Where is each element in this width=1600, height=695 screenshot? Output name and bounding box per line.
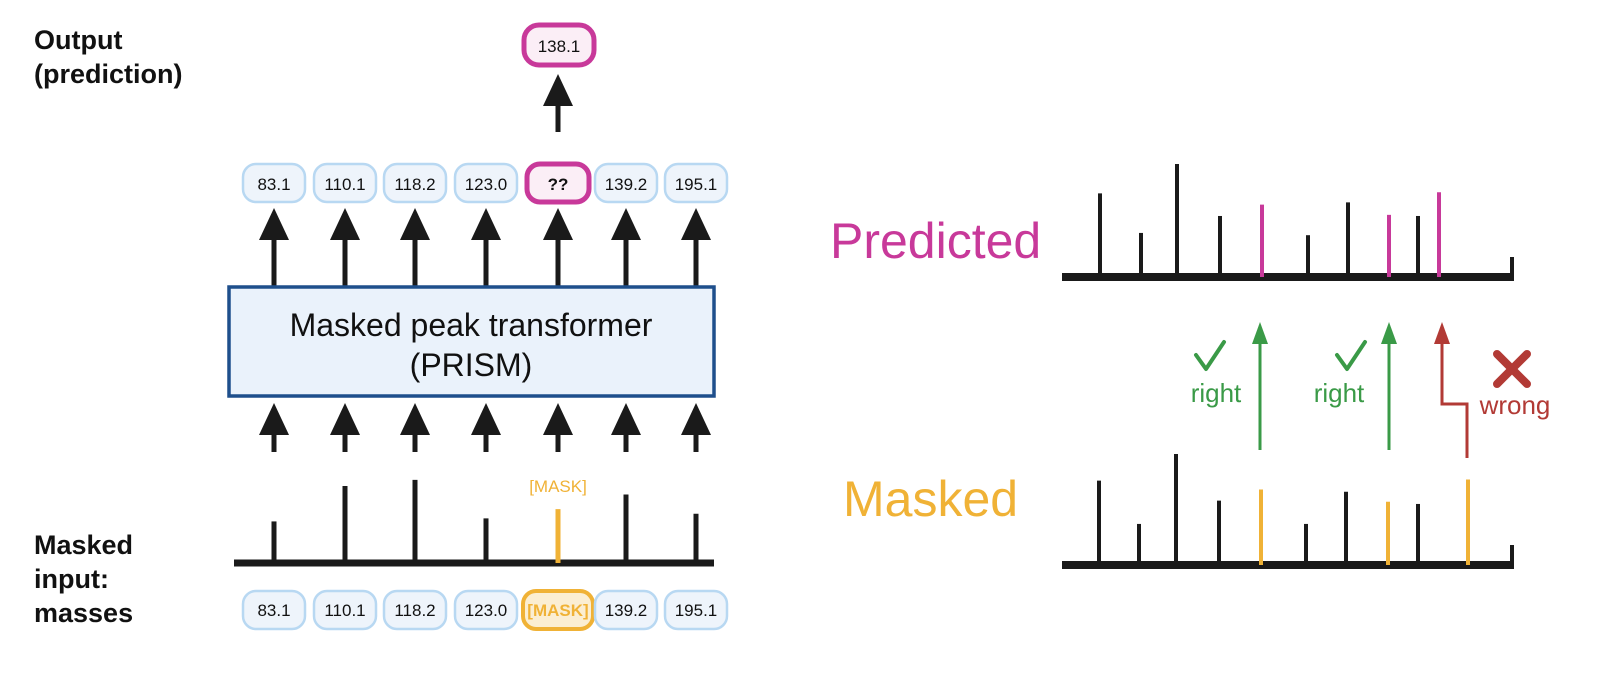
transformer-input-arrow-head <box>611 403 641 435</box>
mask-token-box <box>521 589 595 631</box>
correct-arrow-head <box>1381 322 1397 344</box>
transformer-output-arrow-head <box>471 208 501 240</box>
output-token-box <box>453 162 519 204</box>
input-token: [MASK] <box>521 589 595 631</box>
transformer-acronym: (PRISM) <box>410 347 533 383</box>
input-token: 195.1 <box>663 589 729 631</box>
input-label: Masked input: masses <box>34 530 134 628</box>
input-token-box <box>382 589 448 631</box>
transformer-output-arrow-head <box>611 208 641 240</box>
output-token: 123.0 <box>453 162 519 204</box>
output-token-box <box>241 162 307 204</box>
transformer-input-arrow-head <box>471 403 501 435</box>
transformer-output-arrow-head <box>681 208 711 240</box>
output-token-label: ?? <box>548 175 569 194</box>
transformer-block: Masked peak transformer (PRISM) <box>227 285 716 398</box>
input-token-label: 123.0 <box>465 601 508 620</box>
correct-check: right <box>1191 322 1268 450</box>
prediction-output: 138.1 <box>521 22 597 68</box>
output-token-box <box>593 162 659 204</box>
output-token: ?? <box>524 161 592 205</box>
input-token-box <box>241 589 307 631</box>
input-token: 139.2 <box>593 589 659 631</box>
wrong-arrow-head <box>1434 322 1450 344</box>
output-token-box <box>382 162 448 204</box>
output-token-label: 123.0 <box>465 175 508 194</box>
masked-title: Masked <box>843 471 1019 527</box>
input-token-label: 139.2 <box>605 601 648 620</box>
correct-arrow-head <box>1252 322 1268 344</box>
input-token-box <box>663 589 729 631</box>
input-token: 123.0 <box>453 589 519 631</box>
transformer-output-arrow-head <box>400 208 430 240</box>
cross-icon-stroke <box>1493 350 1531 388</box>
input-token-box <box>593 589 659 631</box>
wrong-arrow-shaft <box>1440 342 1469 458</box>
transformer-output-arrow-head <box>330 208 360 240</box>
input-token-label: 195.1 <box>675 601 718 620</box>
predicted-title: Predicted <box>830 213 1042 269</box>
output-label: Output (prediction) <box>34 25 183 89</box>
right-panel: right right wrong <box>1062 164 1550 569</box>
transformer-input-arrow-head <box>400 403 430 435</box>
predicted-token-placeholder <box>524 161 592 205</box>
right-label: right <box>1314 378 1365 408</box>
output-token-label: 83.1 <box>257 175 290 194</box>
right-label: right <box>1191 378 1242 408</box>
output-token-box <box>663 162 729 204</box>
output-token: 139.2 <box>593 162 659 204</box>
output-token-label: 139.2 <box>605 175 648 194</box>
output-arrow-head <box>543 74 573 106</box>
input-token: 83.1 <box>241 589 307 631</box>
wrong-label: wrong <box>1479 390 1551 420</box>
output-token: 83.1 <box>241 162 307 204</box>
masked-spectrum <box>1062 454 1514 569</box>
prediction-value: 138.1 <box>538 37 581 56</box>
output-token: 110.1 <box>312 162 378 204</box>
input-token-label: 118.2 <box>394 601 435 620</box>
transformer-name: Masked peak transformer <box>290 307 653 343</box>
predicted-spectrum <box>1062 164 1514 281</box>
checkmark-icon <box>1194 340 1226 371</box>
input-token-box <box>453 589 519 631</box>
output-token: 195.1 <box>663 162 729 204</box>
input-token: 110.1 <box>312 589 378 631</box>
input-token-label: 110.1 <box>324 601 365 620</box>
output-token-label: 195.1 <box>675 175 718 194</box>
input-token-label: [MASK] <box>527 601 588 620</box>
transformer-output-arrow-head <box>259 208 289 240</box>
input-token: 118.2 <box>382 589 448 631</box>
prediction-token <box>521 22 597 68</box>
transformer-output-arrow-head <box>543 208 573 240</box>
input-token-label: 83.1 <box>257 601 290 620</box>
output-token-box <box>312 162 378 204</box>
input-token-box <box>312 589 378 631</box>
correct-check: right <box>1314 322 1397 450</box>
output-token: 118.2 <box>382 162 448 204</box>
transformer-box <box>227 285 716 398</box>
output-token-label: 118.2 <box>394 175 435 194</box>
transformer-input-arrow-head <box>330 403 360 435</box>
transformer-input-arrow-head <box>259 403 289 435</box>
checkmark-icon <box>1335 340 1367 371</box>
incorrect-check: wrong <box>1434 322 1550 458</box>
transformer-input-arrow-head <box>543 403 573 435</box>
mask-tag: [MASK] <box>529 477 587 496</box>
transformer-input-arrow-head <box>681 403 711 435</box>
output-token-label: 110.1 <box>324 175 365 194</box>
